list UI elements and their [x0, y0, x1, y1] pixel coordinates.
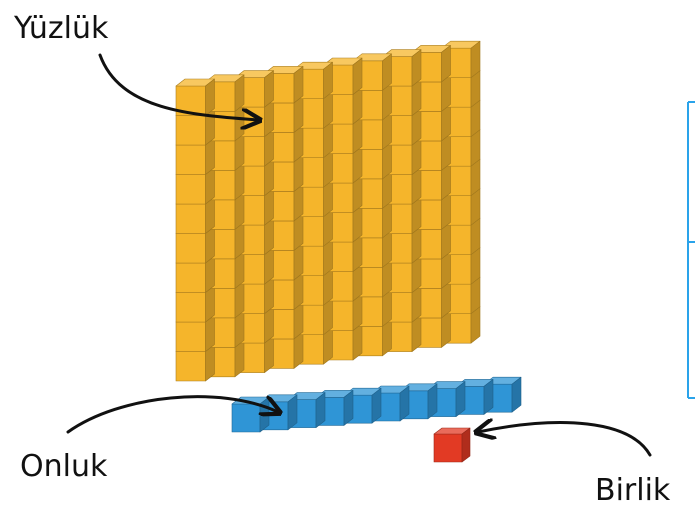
arrow-one	[478, 423, 652, 457]
cube-side	[205, 78, 215, 116]
cube-front	[175, 174, 206, 205]
arrow-hundred	[98, 53, 258, 120]
hundred-block	[175, 40, 481, 382]
cube-side	[470, 40, 481, 78]
cube-side	[441, 45, 451, 83]
cube-front	[231, 403, 261, 433]
hundred-cube	[411, 45, 451, 83]
hundred-cube	[175, 78, 215, 116]
cube-side	[234, 74, 245, 112]
cube-side	[483, 379, 494, 415]
cube-side	[399, 385, 410, 422]
cube-side	[315, 392, 326, 428]
cube-front	[175, 233, 206, 264]
cube-front	[175, 144, 206, 175]
cube-side	[287, 394, 298, 431]
cube-side	[343, 390, 354, 426]
cube-side	[511, 376, 522, 413]
cube-side	[293, 66, 304, 104]
arrows	[66, 53, 652, 457]
cube-side	[461, 427, 471, 463]
arrow-ten	[66, 395, 278, 434]
cube-side	[371, 387, 382, 424]
cube-side	[382, 53, 392, 91]
cube-side	[264, 70, 274, 108]
label-one: Birlik	[595, 473, 671, 508]
unit-cube	[433, 427, 471, 463]
single-cube	[433, 427, 471, 463]
ten-rod	[231, 376, 522, 433]
cube-side	[455, 381, 466, 417]
cube-side	[323, 61, 333, 99]
cube-front	[175, 321, 206, 352]
label-ten: Onluk	[20, 449, 108, 484]
cube-side	[352, 57, 363, 95]
cube-side	[411, 49, 422, 87]
cube-side	[427, 383, 438, 420]
cube-front	[175, 351, 206, 382]
cube-front	[175, 262, 206, 293]
cube-front	[175, 203, 206, 234]
cube-front	[175, 292, 206, 323]
frame-fragment	[687, 101, 695, 399]
cube-front	[433, 433, 463, 463]
label-hundred: Yüzlük	[13, 11, 109, 46]
cube-front	[175, 115, 206, 146]
